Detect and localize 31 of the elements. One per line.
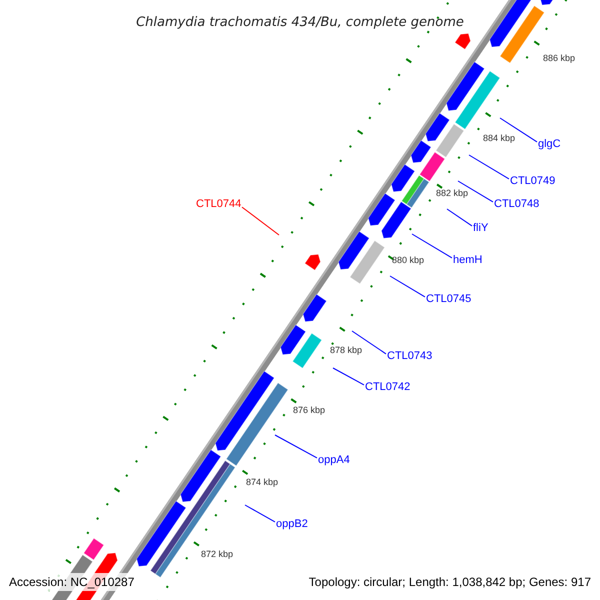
title: Chlamydia trachomatis 434/Bu, complete genome: [136, 15, 464, 30]
gene-label: oppB2: [276, 518, 308, 531]
gene-label: fliY: [473, 222, 488, 235]
leader-line: [332, 368, 364, 386]
scale-label: 874 kbp: [246, 477, 278, 487]
leader-line: [458, 180, 494, 202]
scale-label: 886 kbp: [543, 53, 576, 63]
gene-label: hemH: [453, 254, 482, 267]
leader-line: [412, 234, 452, 258]
leader-line: [274, 434, 318, 458]
leader-line: [244, 504, 276, 522]
leader-line: [352, 330, 386, 354]
scale-label: 882 kbp: [436, 188, 468, 198]
gene-label: CTL0743: [387, 350, 432, 363]
gene-label: oppA4: [318, 454, 350, 467]
gene-label: CTL0745: [426, 293, 472, 306]
scale-label: 880 kbp: [392, 255, 424, 265]
gene-label: CTL0742: [365, 381, 410, 394]
leader-line: [446, 208, 472, 226]
scale-label: 878 kbp: [330, 345, 362, 355]
scale-label: 884 kbp: [483, 133, 516, 143]
leader-line: [390, 276, 426, 298]
scale-label: 872 kbp: [201, 549, 234, 559]
gene-label: glgC: [538, 138, 561, 151]
gene-label: CTL0748: [494, 198, 540, 211]
leader-line: [242, 206, 280, 236]
gene-label: CTL0744: [196, 198, 242, 211]
scale-label: 876 kbp: [293, 405, 326, 415]
leader-line: [500, 118, 538, 142]
leader-line: [468, 154, 510, 180]
gene-label: CTL0749: [510, 175, 556, 188]
